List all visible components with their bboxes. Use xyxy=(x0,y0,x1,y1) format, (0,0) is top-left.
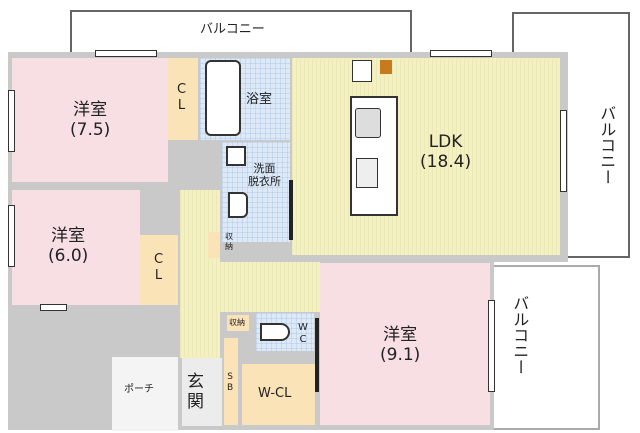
western-room-6-0-label: 洋室(6.0) xyxy=(48,226,89,267)
western-room-6-0 xyxy=(12,190,140,305)
shoe-box xyxy=(224,338,238,425)
storage-2 xyxy=(227,315,249,331)
toilet-icon xyxy=(260,323,290,341)
storage-1-label: 収 納 xyxy=(225,232,233,251)
ldk-label: LDK(18.4) xyxy=(420,132,472,173)
walk-in-closet-label: W-CL xyxy=(258,386,292,401)
sliding-door xyxy=(289,180,293,240)
balcony-right-label: バルコニー xyxy=(597,105,617,185)
bathroom-label: 浴室 xyxy=(246,92,273,107)
closet-1-label: C L xyxy=(177,82,187,113)
balcony-lower-right xyxy=(492,265,600,430)
wc-label: W C xyxy=(298,322,308,345)
balcony-top-label: バルコニー xyxy=(200,22,265,37)
window xyxy=(95,50,157,57)
western-room-9-1 xyxy=(320,263,490,425)
window xyxy=(8,90,15,152)
sliding-door xyxy=(315,318,319,392)
hallway-2 xyxy=(180,262,320,312)
shoe-box-label: S B xyxy=(227,372,234,393)
porch-label: ポーチ xyxy=(124,384,154,395)
pipe-space xyxy=(380,60,392,74)
walk-in-closet xyxy=(242,364,315,425)
ldk xyxy=(292,58,560,255)
closet-2 xyxy=(140,235,178,305)
western-room-7-5-label: 洋室(7.5) xyxy=(70,100,111,141)
closet-1 xyxy=(168,58,198,140)
closet-2-label: C L xyxy=(154,252,164,283)
window xyxy=(560,110,567,192)
storage-1 xyxy=(208,232,220,258)
window xyxy=(488,300,495,392)
stove-icon xyxy=(355,108,381,138)
balcony-lower-right-label: バルコニー xyxy=(510,295,530,375)
bathtub-icon xyxy=(205,60,241,136)
western-room-7-5 xyxy=(12,58,168,182)
entrance-label: 玄 関 xyxy=(187,372,204,413)
washing-machine-icon xyxy=(226,146,246,166)
window xyxy=(40,304,67,311)
entrance xyxy=(182,358,222,426)
sink-icon xyxy=(228,192,248,218)
storage-2-label: 収納 xyxy=(229,318,245,327)
washroom-label: 洗面 脱衣所 xyxy=(248,162,281,189)
porch xyxy=(112,357,178,431)
western-room-9-1-label: 洋室(9.1) xyxy=(380,325,421,366)
kitchen-sink-icon xyxy=(356,158,378,188)
window xyxy=(8,205,15,267)
fridge-icon xyxy=(352,60,372,82)
window xyxy=(430,50,492,57)
